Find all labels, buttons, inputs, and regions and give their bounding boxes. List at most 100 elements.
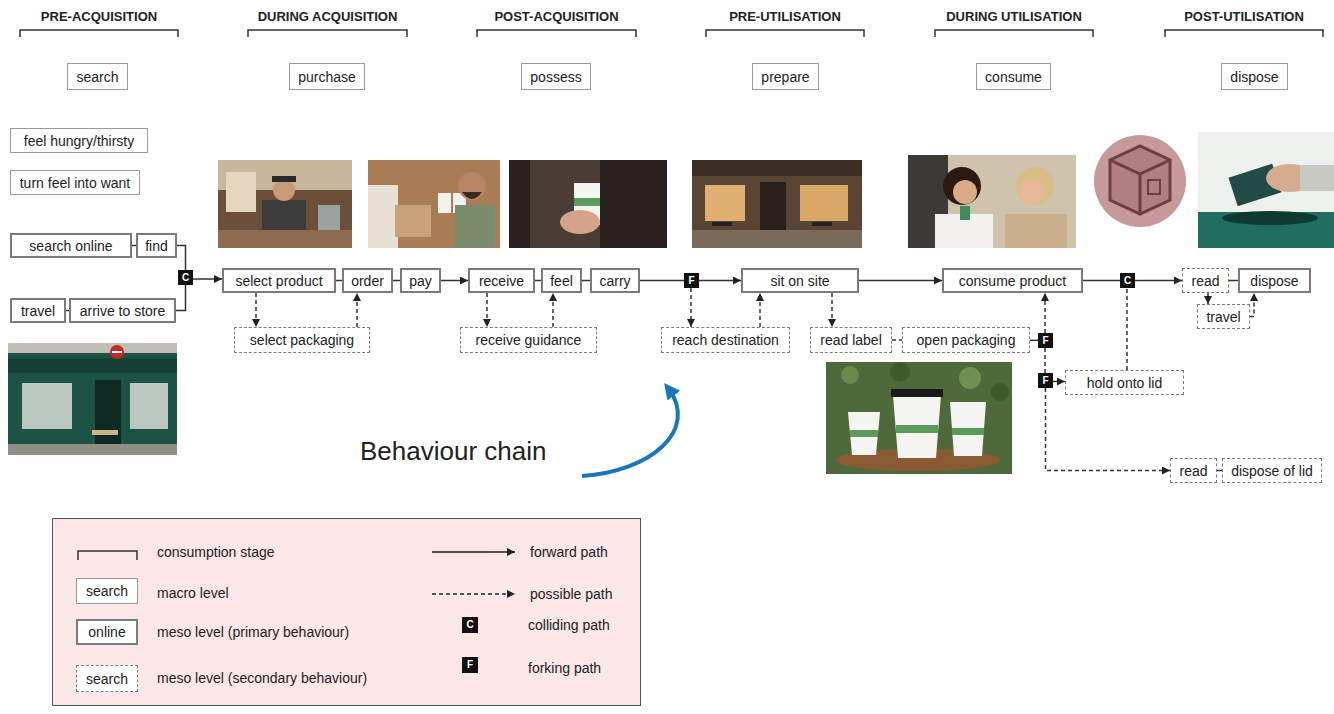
node-label: select product bbox=[235, 273, 322, 289]
possible-path bbox=[1044, 348, 1046, 373]
photo-barista bbox=[218, 160, 352, 248]
primary-behaviour-box: arrive to store bbox=[69, 298, 176, 323]
node-label: select packaging bbox=[250, 332, 354, 348]
possible-path bbox=[831, 293, 833, 327]
forward-path bbox=[640, 280, 684, 282]
legend-text: possible path bbox=[530, 585, 613, 603]
node-label: read label bbox=[820, 332, 882, 348]
sample-label: online bbox=[88, 624, 125, 640]
node-label: dispose bbox=[1230, 69, 1278, 85]
secondary-behaviour-box: reach destination bbox=[661, 327, 790, 353]
stage-heading: POST-ACQUISITION bbox=[477, 8, 636, 26]
possible-path bbox=[1044, 293, 1046, 333]
macro-box: search bbox=[67, 63, 128, 90]
macro-box: possess bbox=[521, 63, 591, 90]
node-label: F bbox=[1042, 335, 1048, 347]
possible-path bbox=[892, 339, 902, 341]
primary-behaviour-box: pay bbox=[400, 268, 441, 293]
stage-heading: PRE-UTILISATION bbox=[706, 8, 864, 26]
legend-text: consumption stage bbox=[157, 543, 275, 561]
secondary-behaviour-box: receive guidance bbox=[460, 327, 597, 353]
path-marker: C bbox=[1120, 273, 1135, 288]
path-marker: F bbox=[684, 273, 699, 288]
primary-behaviour-box: search online bbox=[10, 233, 132, 258]
legend-text: forward path bbox=[530, 543, 608, 561]
possible-path bbox=[759, 293, 761, 327]
node-label: consume product bbox=[959, 273, 1066, 289]
photo-disposing bbox=[1198, 132, 1334, 248]
macro-box: turn feel into want bbox=[10, 170, 140, 195]
primary-behaviour-box: consume product bbox=[942, 268, 1083, 293]
macro-box: prepare bbox=[752, 63, 819, 90]
primary-behaviour-box: order bbox=[342, 268, 393, 293]
node-label: search bbox=[76, 69, 118, 85]
forward-path bbox=[1229, 280, 1238, 282]
stage-heading: POST-UTILISATION bbox=[1165, 8, 1323, 26]
primary-behaviour-box: carry bbox=[590, 268, 640, 293]
possible-path bbox=[552, 293, 554, 327]
stage-bracket bbox=[935, 30, 1093, 37]
legend-sample-box: search bbox=[76, 578, 138, 604]
legend-bracket-sample bbox=[78, 551, 137, 560]
node-label: travel bbox=[21, 303, 55, 319]
legend-panel bbox=[53, 519, 641, 706]
node-label: order bbox=[351, 273, 384, 289]
forward-path bbox=[1030, 340, 1038, 342]
possible-path bbox=[1207, 293, 1209, 304]
node-label: travel bbox=[1206, 309, 1240, 325]
stage-bracket bbox=[248, 30, 407, 37]
secondary-behaviour-box: read bbox=[1182, 268, 1229, 293]
forward-path bbox=[176, 285, 186, 311]
sample-label: search bbox=[86, 671, 128, 687]
legend-text: meso level (primary behaviour) bbox=[157, 623, 349, 641]
stage-bracket bbox=[20, 30, 178, 37]
callout-arrow bbox=[582, 388, 678, 476]
stage-bracket bbox=[1165, 30, 1323, 37]
macro-box: consume bbox=[976, 63, 1051, 90]
legend-text: colliding path bbox=[528, 616, 610, 634]
node-label: prepare bbox=[761, 69, 809, 85]
path-marker: C bbox=[178, 270, 193, 285]
primary-behaviour-box: dispose bbox=[1238, 268, 1311, 293]
node-label: reach destination bbox=[672, 332, 779, 348]
node-label: arrive to store bbox=[80, 303, 166, 319]
possible-path bbox=[690, 288, 692, 327]
photo-hand-cup bbox=[509, 160, 667, 248]
node-label: sit on site bbox=[770, 273, 829, 289]
forward-path bbox=[699, 280, 741, 282]
forward-path bbox=[1053, 381, 1065, 383]
node-label: find bbox=[145, 238, 168, 254]
node-label: receive guidance bbox=[476, 332, 582, 348]
forward-path bbox=[393, 280, 400, 282]
legend-text: macro level bbox=[157, 584, 229, 602]
primary-behaviour-box: sit on site bbox=[741, 268, 859, 293]
macro-box: dispose bbox=[1221, 63, 1288, 90]
legend-sample-marker: C bbox=[462, 617, 478, 633]
sample-label: search bbox=[86, 583, 128, 599]
possible-path bbox=[356, 293, 358, 327]
path-marker: F bbox=[1038, 373, 1053, 388]
node-label: open packaging bbox=[917, 332, 1016, 348]
secondary-behaviour-box: hold onto lid bbox=[1065, 370, 1184, 395]
macro-box: purchase bbox=[289, 63, 365, 90]
forward-path bbox=[177, 246, 186, 271]
secondary-behaviour-box: read label bbox=[810, 327, 892, 353]
path-marker: F bbox=[1038, 333, 1053, 348]
possible-path bbox=[1250, 293, 1254, 317]
node-label: feel bbox=[550, 273, 573, 289]
possible-path bbox=[1046, 388, 1171, 471]
photo-two-women bbox=[908, 155, 1076, 248]
node-label: C bbox=[182, 272, 189, 284]
node-label: search online bbox=[29, 238, 112, 254]
sample-label: F bbox=[467, 659, 473, 671]
forward-path bbox=[441, 280, 468, 282]
node-label: F bbox=[688, 275, 694, 287]
legend-sample-box: online bbox=[76, 619, 138, 645]
secondary-behaviour-box: select packaging bbox=[234, 327, 370, 353]
node-label: dispose bbox=[1250, 273, 1298, 289]
photo-cafe-exterior bbox=[692, 160, 862, 248]
macro-box: feel hungry/thirsty bbox=[10, 128, 148, 153]
